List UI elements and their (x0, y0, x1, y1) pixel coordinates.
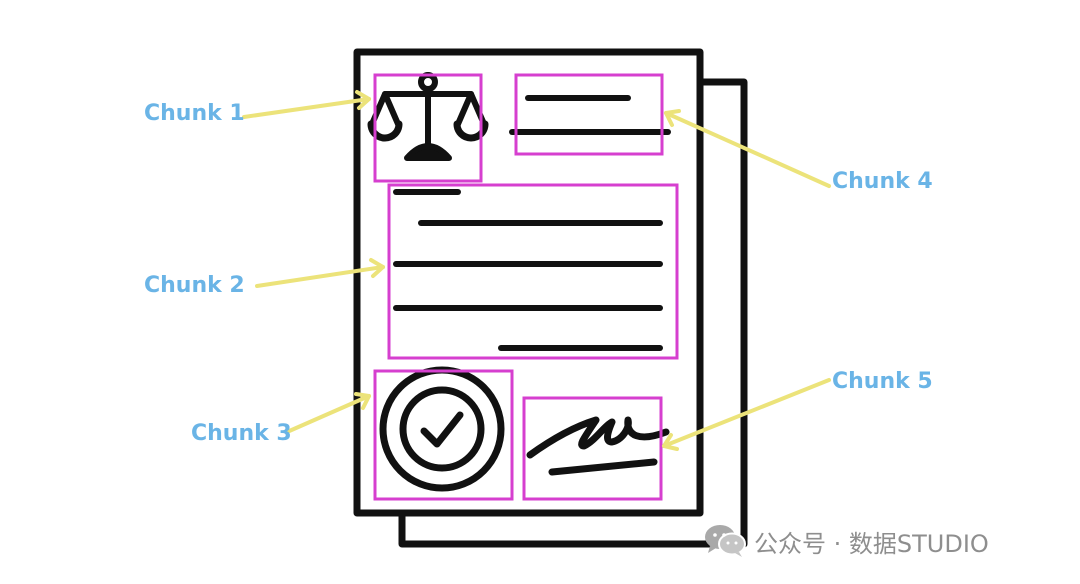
chunk-3-label: Chunk 3 (191, 421, 292, 446)
chunk-2-arrow (255, 258, 385, 288)
chunk-3-box (373, 369, 514, 501)
watermark: 公众号 · 数据STUDIO (704, 523, 989, 559)
chunk-5-box (522, 396, 663, 501)
chunk-boxes (373, 73, 679, 501)
chunk-4-box (514, 73, 664, 156)
wechat-icon (705, 525, 746, 557)
chunk-2-box (387, 183, 679, 360)
body-text-lines (393, 189, 663, 351)
chunk-5-arrow (662, 378, 831, 451)
chunk-2-label: Chunk 2 (144, 273, 245, 298)
signature-icon (526, 416, 670, 476)
chunk-1-label: Chunk 1 (144, 101, 245, 126)
arrows (242, 90, 831, 451)
chunk-4-label: Chunk 4 (832, 169, 933, 194)
chunk-3-arrow (285, 392, 371, 434)
chunk-1-box (373, 73, 483, 183)
chunk-5-label: Chunk 5 (832, 369, 933, 394)
header-text-lines (509, 95, 671, 135)
chunk-4-arrow (664, 109, 831, 188)
watermark-text: 公众号 · 数据STUDIO (754, 529, 989, 558)
chunk-1-arrow (242, 90, 371, 119)
